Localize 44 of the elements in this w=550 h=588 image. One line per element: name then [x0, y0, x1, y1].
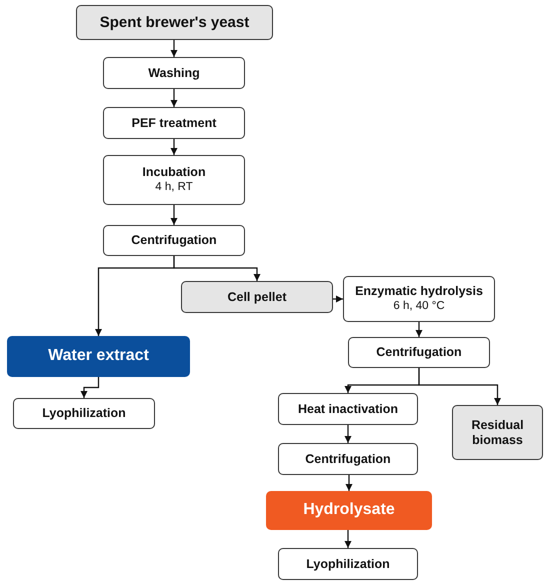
step-label: Hydrolysate — [303, 501, 395, 520]
step-label: Residual biomass — [470, 418, 525, 447]
step-label: Lyophilization — [306, 556, 390, 572]
step-label: Water extract — [48, 347, 149, 366]
step-label: Lyophilization — [42, 406, 126, 421]
arrow — [170, 89, 178, 107]
step-label: Centrifugation — [305, 452, 391, 466]
process-box — [103, 155, 245, 205]
step-label: Incubation — [142, 164, 206, 180]
step-label: Centrifugation — [376, 345, 462, 360]
process-box — [278, 548, 418, 580]
arrow — [344, 530, 352, 548]
arrow — [344, 425, 352, 443]
arrow — [346, 475, 352, 491]
arrow — [416, 322, 422, 337]
step-label: Cell pellet — [227, 290, 287, 304]
step-label: Washing — [148, 66, 200, 80]
process-box — [278, 393, 418, 425]
product-box — [7, 336, 190, 377]
arrow — [173, 256, 260, 281]
step-label: PEF treatment — [132, 116, 216, 130]
step-label: Enzymatic hydrolysis — [355, 284, 483, 298]
arrow — [170, 205, 178, 225]
process-box — [343, 276, 495, 322]
step-label: Centrifugation — [131, 233, 217, 248]
process-box — [278, 443, 418, 475]
arrow — [170, 139, 178, 155]
process-box — [103, 57, 245, 89]
process-box — [452, 405, 543, 460]
condition-text: 4 h, RT — [155, 181, 193, 196]
arrow — [418, 368, 501, 405]
product-box — [266, 491, 432, 530]
arrow — [80, 377, 100, 398]
condition-text: 6 h, 40 °C — [393, 300, 445, 314]
process-box — [103, 107, 245, 139]
process-box — [13, 398, 155, 429]
arrow — [333, 296, 343, 302]
process-box — [76, 5, 273, 40]
process-box — [181, 281, 333, 313]
step-label: Spent brewer's yeast — [100, 14, 250, 32]
step-label: Heat inactivation — [298, 402, 398, 416]
arrow — [170, 40, 178, 57]
process-box — [348, 337, 490, 368]
process-box — [103, 225, 245, 256]
